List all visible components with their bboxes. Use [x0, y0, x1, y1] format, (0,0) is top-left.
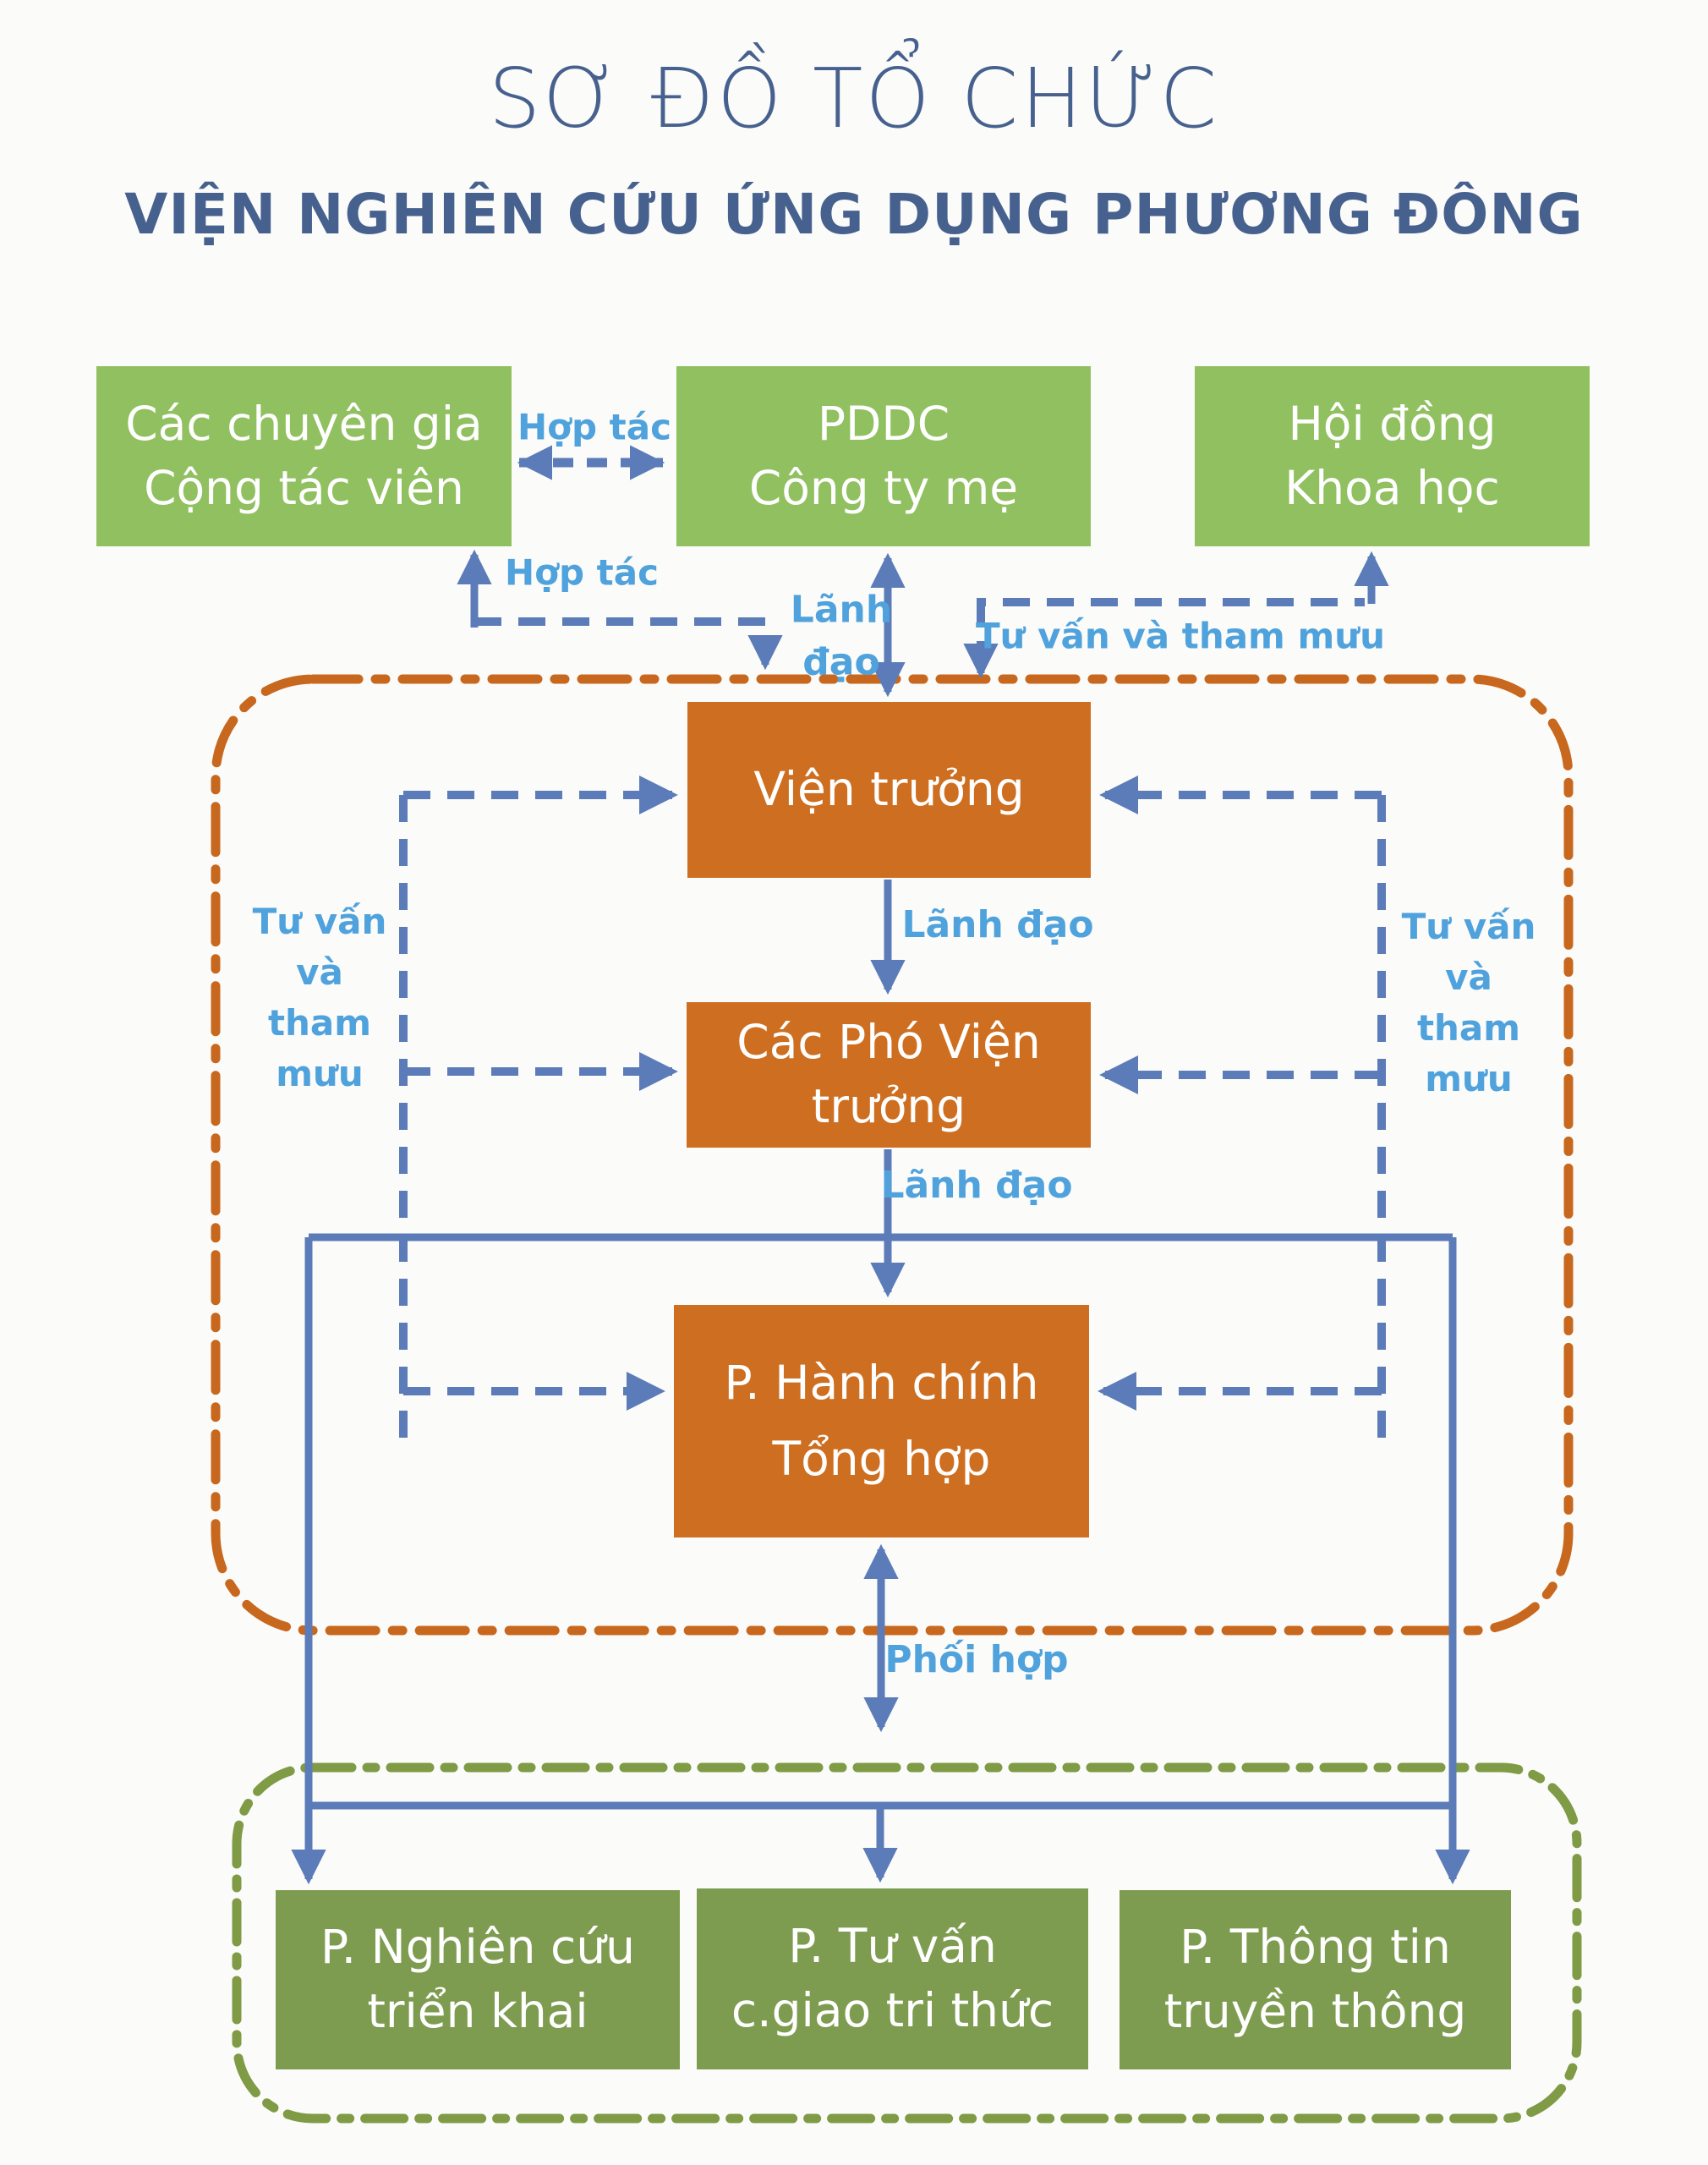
node-parent-company: PDDC Công ty mẹ — [676, 366, 1091, 546]
edge-label-leadership-2: Lãnh đạo — [880, 1164, 1073, 1208]
node-admin-office: P. Hành chính Tổng hợp — [674, 1305, 1089, 1537]
edge-label-coordination: Phối hợp — [884, 1638, 1069, 1682]
node-media-office: P. Thông tin truyền thông — [1120, 1890, 1511, 2069]
edge-label-cooperation-1: Hợp tác — [517, 406, 672, 448]
node-consulting-office: P. Tư vấn c.giao tri thức — [697, 1888, 1088, 2069]
node-research-office: P. Nghiên cứu triển khai — [276, 1890, 680, 2069]
edge-label-advisory-right: Tư vấn và tham mưu — [1401, 905, 1536, 1100]
page-subtitle: VIỆN NGHIÊN CỨU ỨNG DỤNG PHƯƠNG ĐÔNG — [124, 182, 1584, 247]
node-deputy-directors: Các Phó Viện trưởng — [687, 1002, 1091, 1148]
edge-label-advisory-left: Tư vấn và tham mưu — [252, 900, 387, 1095]
edge-label-leadership-1: Lãnh đạo — [901, 903, 1094, 947]
node-science-council: Hội đồng Khoa học — [1195, 366, 1590, 546]
edge-label-leadership-top: Lãnh đạo — [790, 588, 893, 683]
node-experts: Các chuyên gia Cộng tác viên — [96, 366, 512, 546]
edge-label-cooperation-2: Hợp tác — [504, 551, 660, 594]
cooperation2-dashed-route — [474, 617, 769, 643]
edge-label-advisory-top: Tư vấn và tham mưu — [975, 615, 1386, 657]
node-director: Viện trưởng — [687, 702, 1091, 878]
page-title: SƠ ĐỒ TỔ CHỨC — [488, 51, 1220, 146]
title-block: SƠ ĐỒ TỔ CHỨC VIỆN NGHIÊN CỨU ỨNG DỤNG P… — [0, 51, 1708, 247]
